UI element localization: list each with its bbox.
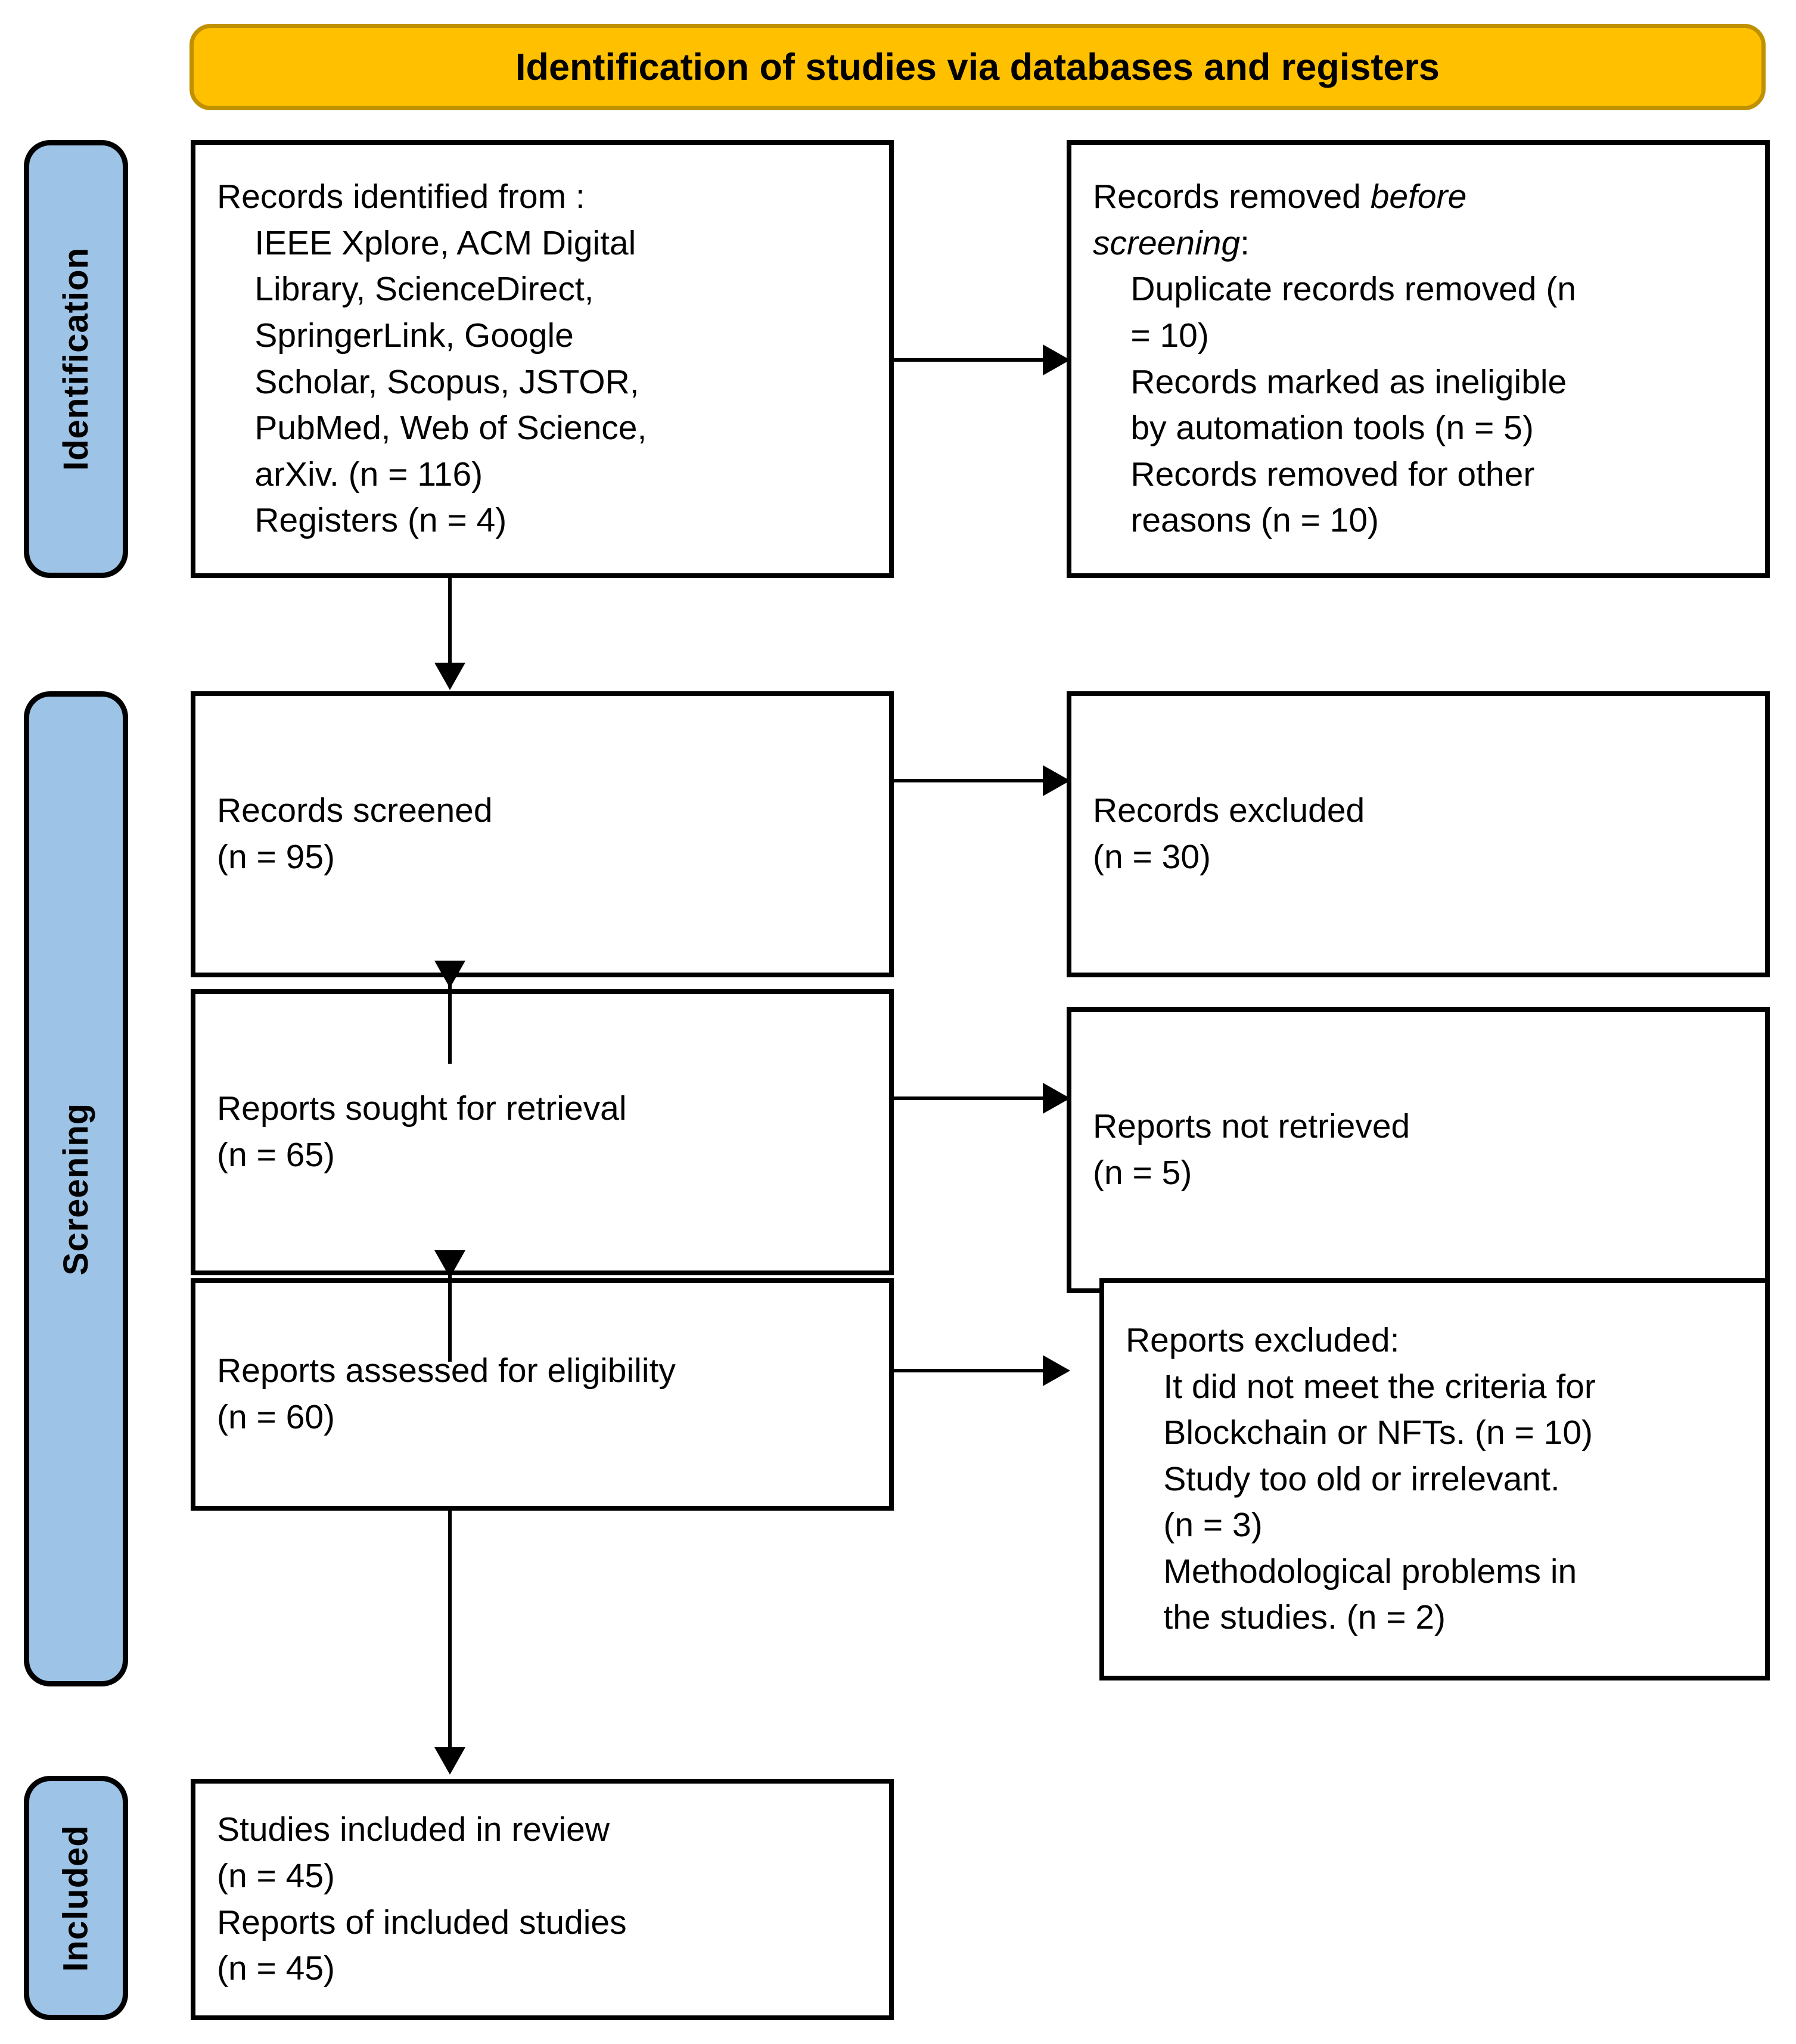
box-reports-excluded: Reports excluded: It did not meet the cr… — [1099, 1278, 1770, 1680]
stage-sidebar-included: Included — [24, 1776, 128, 2020]
box-reports-sought-text: Reports sought for retrieval (n = 65) — [217, 1089, 627, 1174]
box-reports-sought-for-retrieval: Reports sought for retrieval (n = 65) — [191, 989, 894, 1275]
diagram-header-banner: Identification of studies via databases … — [189, 24, 1766, 110]
connector-identified-to-removed-arrowhead — [1043, 344, 1070, 375]
connector-sought-to-assessed-line — [448, 1275, 452, 1362]
connector-sought-to-not-retrieved-arrowhead — [1043, 1083, 1070, 1114]
box-studies-included-in-review: Studies included in review (n = 45) Repo… — [191, 1779, 894, 2020]
connector-sought-to-not-retrieved-line — [894, 1096, 1043, 1100]
box-reports-not-retrieved: Reports not retrieved (n = 5) — [1067, 1007, 1770, 1293]
connector-assessed-to-excluded-line — [894, 1369, 1043, 1372]
stage-label-screening: Screening — [57, 1102, 95, 1275]
connector-identified-to-screened-line — [448, 578, 452, 664]
connector-sought-to-assessed-arrowhead — [434, 1250, 465, 1278]
box-records-excluded: Records excluded (n = 30) — [1067, 691, 1770, 977]
stage-label-included: Included — [57, 1824, 95, 1972]
box-records-removed-before-screening: Records removed before screening: Duplic… — [1067, 140, 1770, 578]
box-reports-excluded-text: Reports excluded: It did not meet the cr… — [1126, 1321, 1596, 1637]
connector-assessed-to-included-line — [448, 1511, 452, 1749]
box-records-identified-text: Records identified from : IEEE Xplore, A… — [217, 178, 647, 540]
page-title: Identification of studies via databases … — [515, 46, 1440, 88]
stage-sidebar-identification: Identification — [24, 140, 128, 578]
records-removed-italic: before screening — [1093, 178, 1467, 262]
records-removed-suffix: : Duplicate records removed (n = 10) Rec… — [1130, 223, 1577, 540]
connector-screened-to-sought-arrowhead — [434, 961, 465, 988]
box-records-screened-text: Records screened (n = 95) — [217, 791, 493, 876]
box-reports-assessed-text: Reports assessed for eligibility (n = 60… — [217, 1352, 676, 1436]
connector-identified-to-screened-arrowhead — [434, 663, 465, 690]
connector-screened-to-excluded-line — [894, 779, 1043, 782]
box-reports-assessed-for-eligibility: Reports assessed for eligibility (n = 60… — [191, 1278, 894, 1511]
box-records-identified: Records identified from : IEEE Xplore, A… — [191, 140, 894, 578]
box-records-removed-text: Records removed before screening: Duplic… — [1093, 174, 1744, 543]
box-reports-not-retrieved-text: Reports not retrieved (n = 5) — [1093, 1107, 1410, 1192]
box-studies-included-text: Studies included in review (n = 45) Repo… — [217, 1810, 627, 1988]
stage-sidebar-screening: Screening — [24, 691, 128, 1686]
box-records-excluded-text: Records excluded (n = 30) — [1093, 791, 1365, 876]
records-removed-prefix: Records removed — [1093, 178, 1371, 216]
connector-assessed-to-included-arrowhead — [434, 1747, 465, 1775]
connector-assessed-to-excluded-arrowhead — [1043, 1355, 1070, 1386]
connector-identified-to-removed-line — [894, 358, 1043, 362]
connector-screened-to-excluded-arrowhead — [1043, 765, 1070, 796]
box-records-screened: Records screened (n = 95) — [191, 691, 894, 977]
stage-label-identification: Identification — [57, 247, 96, 471]
connector-screened-to-sought-line — [448, 977, 452, 1064]
